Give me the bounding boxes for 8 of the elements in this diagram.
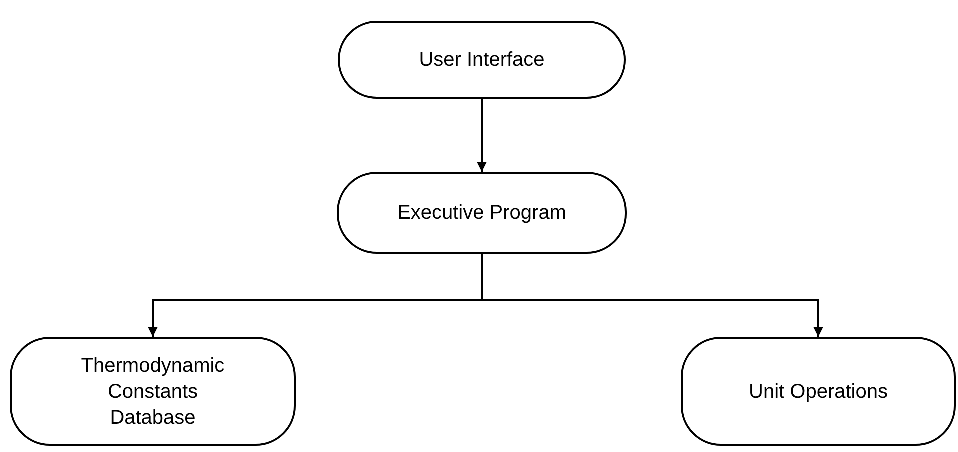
- process-box: [681, 337, 956, 446]
- process-box: [10, 337, 296, 446]
- arrow: [477, 99, 487, 172]
- node-label: Unit Operations: [748, 380, 889, 404]
- node-label: User Interface: [418, 48, 546, 73]
- node-label: Executive Program: [397, 201, 567, 226]
- node-label: Thermodynamic Constants Database: [80, 354, 226, 430]
- arrow: [481, 254, 824, 337]
